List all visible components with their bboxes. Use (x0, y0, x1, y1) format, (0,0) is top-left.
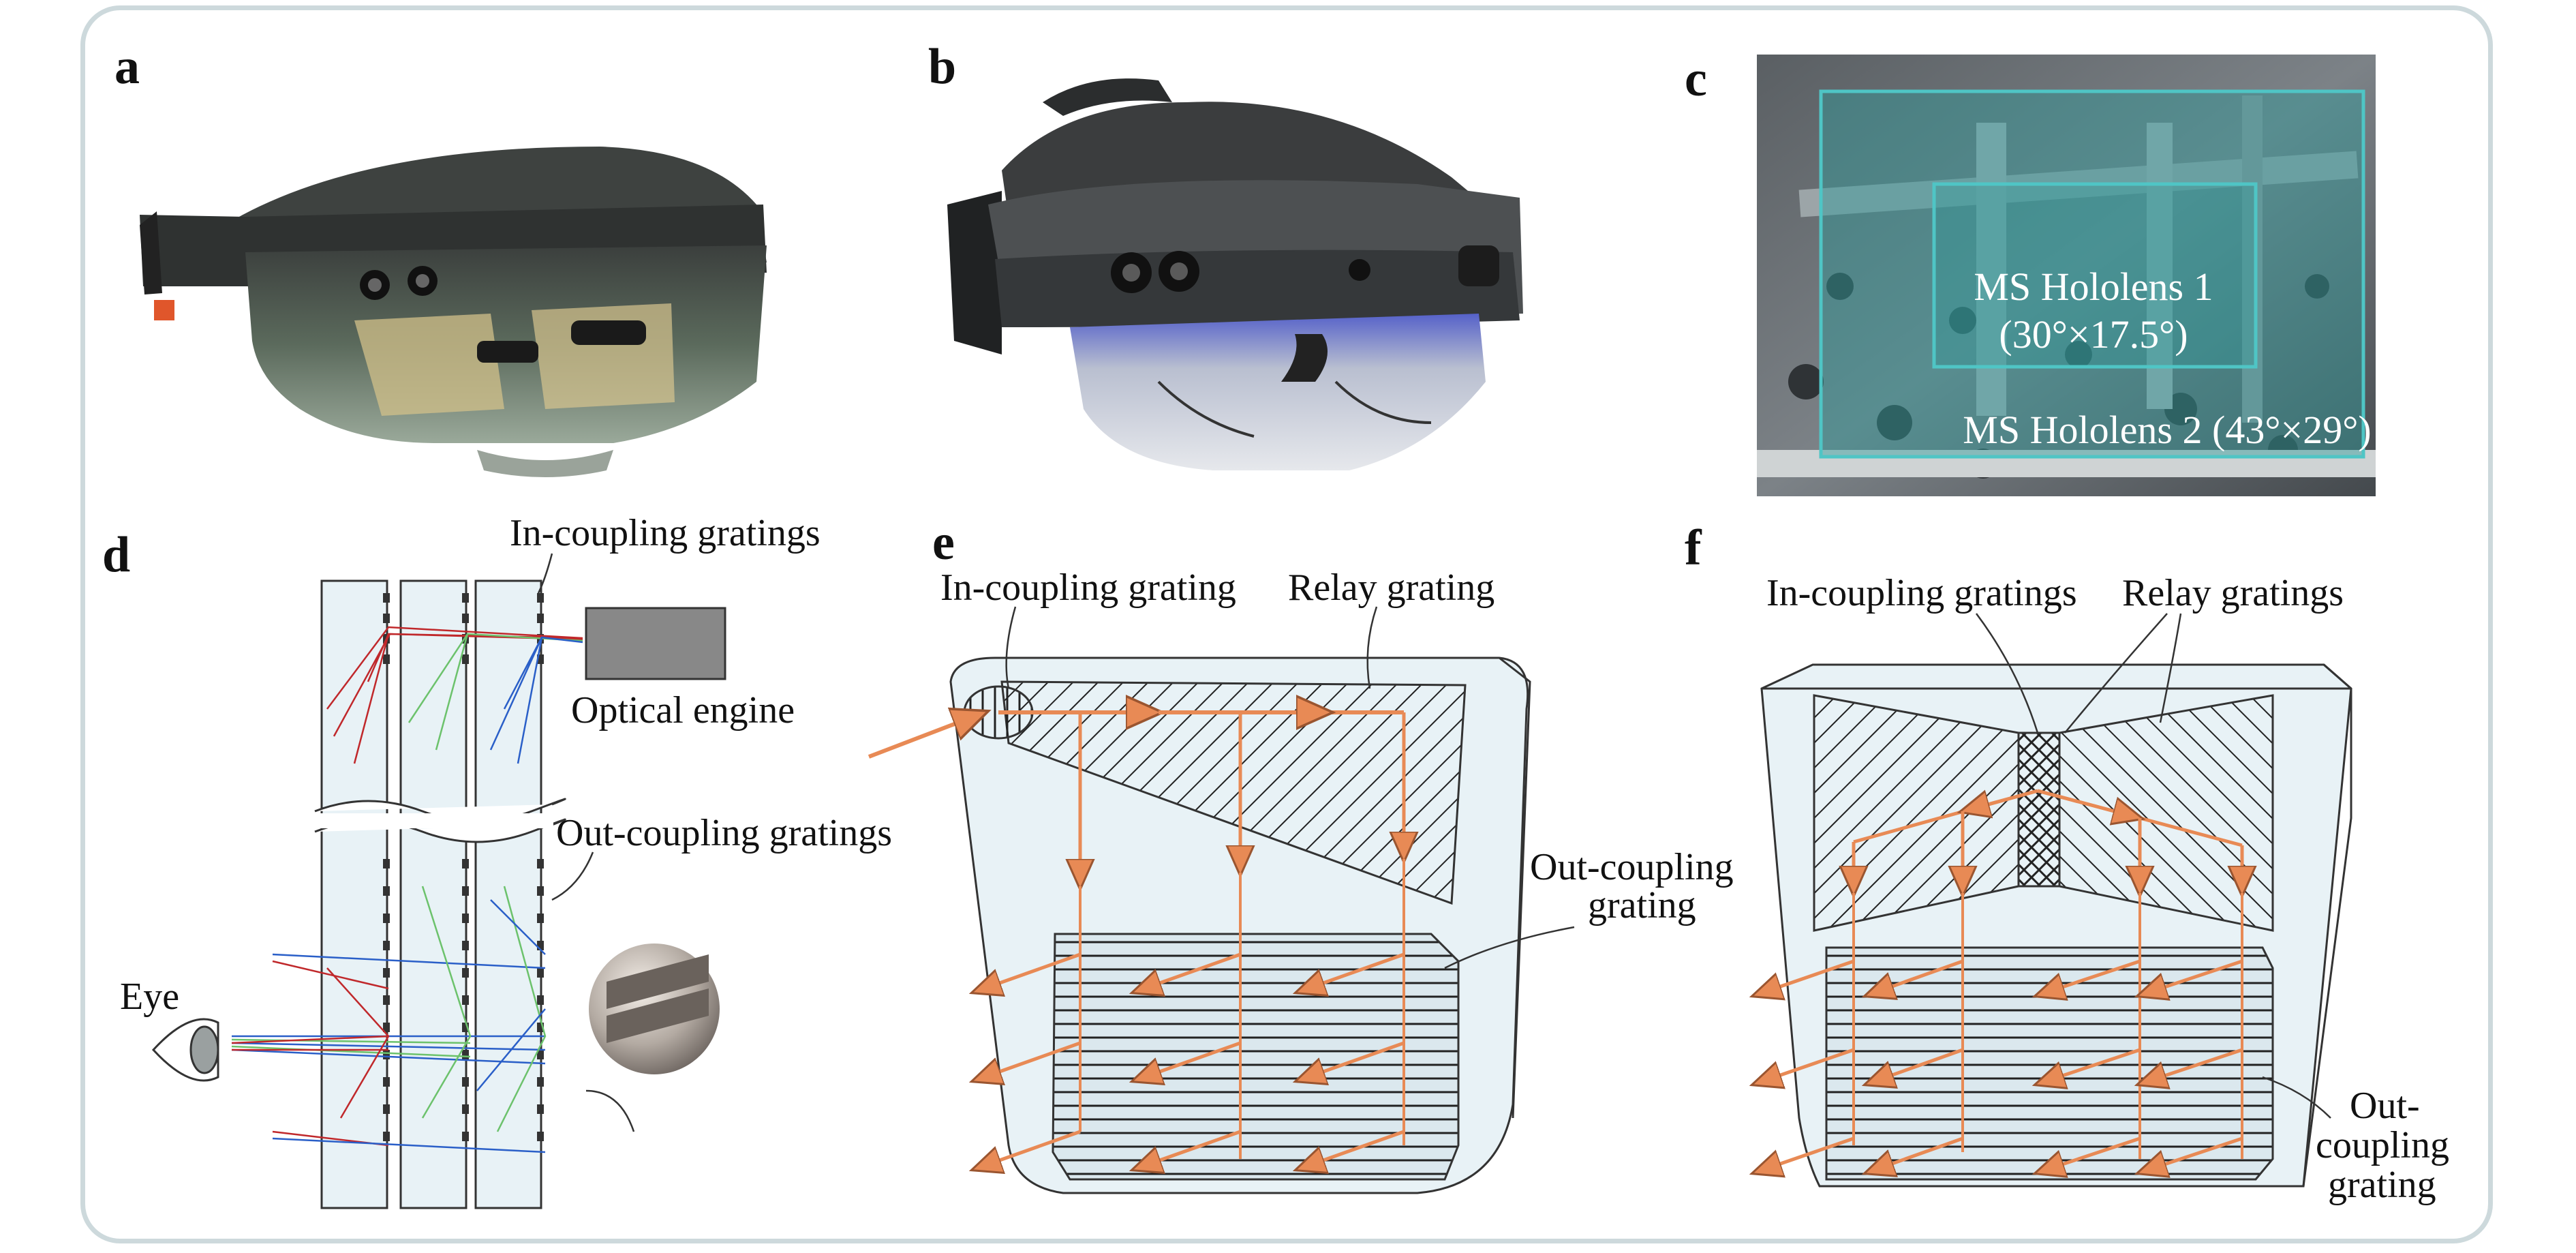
panel-label-b: b (928, 39, 956, 95)
panel-f: f (1685, 520, 2449, 1206)
rays-lower (231, 886, 547, 1153)
panel-label-f: f (1685, 520, 1702, 576)
rays-upper (326, 626, 583, 764)
panel-d: d (102, 512, 892, 1209)
hololens-2-headset-image (947, 78, 1523, 470)
hololens-1-label: MS Hololens 1 (1974, 265, 2213, 309)
optical-engine-box (585, 607, 726, 680)
in-coupling-grating-label: In-coupling grating (940, 567, 1236, 609)
hololens-1-fov-box (1932, 182, 2258, 369)
hololens-1-headset-image (140, 147, 767, 477)
optical-engine-label: Optical engine (571, 689, 795, 731)
grating-microscope-inset (585, 943, 720, 1132)
panel-label-a: a (114, 39, 140, 95)
eye-icon (151, 1018, 219, 1082)
in-coupling-gratings-label: In-coupling gratings (510, 512, 821, 554)
panel-b: b (928, 39, 1523, 470)
panel-label-c: c (1685, 51, 1707, 107)
workbench-photo (1757, 55, 2376, 496)
out-coupling-grating (1052, 933, 1460, 1181)
in-coupling-gratings-label-f: In-coupling gratings (1766, 572, 2077, 614)
light-path-arrows (868, 712, 1404, 1169)
panel-label-d: d (102, 527, 130, 583)
waveguide-plates (320, 579, 542, 1209)
out-coupling-label-f-line2: coupling (2316, 1124, 2449, 1166)
panel-e: e In-coupling grating (868, 515, 1734, 1194)
out-coupling-gratings-label: Out-coupling gratings (556, 812, 892, 854)
out-coupling-label-line1: Out-coupling (1530, 846, 1734, 888)
panel-label-e: e (932, 515, 955, 571)
hololens-2-label: MS Hololens 2 (43°×29°) (1963, 408, 2371, 452)
light-path-arrows-f (1755, 791, 2242, 1173)
out-coupling-label-line2: grating (1588, 884, 1696, 926)
panel-a: a (114, 39, 767, 477)
eye-label: Eye (120, 976, 179, 1018)
relay-grating-label: Relay grating (1288, 567, 1494, 609)
panel-c: c MS Hololens 1 (30°×17.5°) MS Hololens … (1685, 51, 2376, 496)
out-coupling-label-f-line3: grating (2328, 1164, 2436, 1206)
relay-gratings-label: Relay gratings (2122, 572, 2344, 614)
out-coupling-label-f-line1: Out- (2350, 1085, 2420, 1127)
in-coupling-gratings (2017, 731, 2061, 888)
hololens-1-fov-value: (30°×17.5°) (1999, 312, 2188, 357)
hololens-2-fov-box (1819, 89, 2365, 459)
